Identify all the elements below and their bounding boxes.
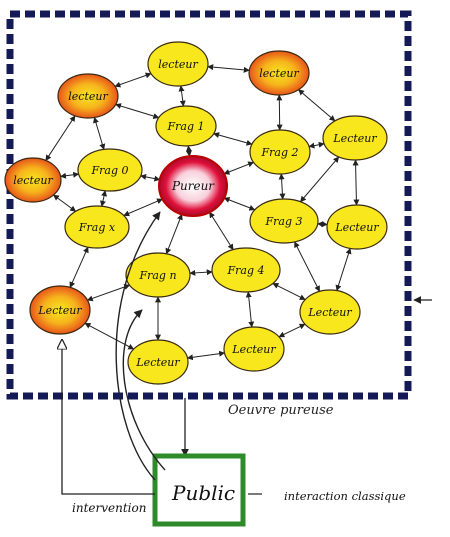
node-lt2: lecteur (147, 41, 209, 87)
edge-f4-center (209, 211, 234, 251)
node-lt4: Lecteur (322, 115, 388, 161)
node-shape (249, 198, 319, 244)
node-f1: Frag 1 (155, 105, 217, 147)
node-shape (158, 155, 228, 217)
node-label: Frag 0 (91, 164, 129, 177)
public-to-fragx-arrow (115, 211, 161, 481)
public-to-fragn-arrow (122, 309, 166, 471)
edge-lt2-lt3 (207, 64, 250, 73)
node-lt1: lecteur (57, 73, 119, 119)
edge-lt10-lt8 (278, 323, 306, 338)
node-shape (299, 289, 361, 335)
node-shape (223, 326, 285, 372)
node-f0: Frag 0 (77, 148, 143, 192)
interaction-label: interaction classique (284, 489, 406, 503)
node-shape (57, 73, 119, 119)
edge-lt5-fx (52, 194, 77, 212)
edges-layer (45, 64, 360, 361)
edge-f3-center (223, 197, 256, 211)
edge-lt1-f0 (93, 116, 106, 150)
edge-f0-fx (100, 190, 107, 207)
edge-lt6-lt8 (335, 247, 352, 292)
node-lt5: lecteur (4, 157, 62, 203)
edge-f1-center (185, 145, 192, 157)
oeuvre-frame (6, 10, 412, 400)
edge-fn-center (165, 213, 183, 255)
node-shape (4, 157, 62, 203)
node-shape (326, 204, 388, 250)
node-shape (322, 115, 388, 161)
node-shape (248, 50, 310, 96)
node-lt3: lecteur (248, 50, 310, 96)
frame-caption: Oeuvre pureuse (228, 403, 334, 418)
edge-f4-lt8 (272, 283, 306, 301)
edge-fn-f4 (189, 269, 213, 276)
node-lt10: Lecteur (223, 326, 285, 372)
node-shape (211, 247, 281, 293)
node-label: lecteur (259, 67, 299, 80)
node-lt9: Lecteur (127, 339, 189, 385)
node-fn: Frag n (125, 252, 191, 298)
intervention-label: intervention (72, 501, 146, 515)
edge-lt2-f1 (178, 85, 186, 107)
node-shape (29, 285, 91, 335)
edge-lt4-f3 (300, 156, 340, 203)
edge-lt1-lt5 (45, 115, 76, 161)
node-f2: Frag 2 (249, 129, 311, 175)
node-label: lecteur (13, 174, 53, 187)
public-label: Public (171, 481, 235, 505)
intervention-path (62, 340, 155, 495)
node-shape (249, 129, 311, 175)
node-center: Pureur (158, 155, 228, 217)
node-label: Frag 3 (265, 215, 303, 228)
node-shape (155, 105, 217, 147)
edge-f2-f3 (278, 173, 286, 200)
edge-fx-lt7 (69, 246, 89, 288)
edge-lt1-lt2 (114, 72, 152, 88)
node-label: Lecteur (37, 304, 82, 317)
edge-fx-center (123, 198, 163, 217)
edge-lt1-f1 (115, 103, 160, 119)
node-lt6: Lecteur (326, 204, 388, 250)
edge-f3-lt8 (294, 241, 321, 292)
node-label: Pureur (171, 179, 215, 193)
node-label: Frag 4 (227, 264, 265, 277)
edge-fn-lt7 (86, 284, 131, 302)
node-lt7: Lecteur (29, 285, 91, 335)
node-fx: Frag x (64, 205, 130, 249)
node-shape (77, 148, 143, 192)
edge-lt4-lt6 (352, 159, 360, 206)
node-label: Lecteur (334, 221, 379, 234)
edge-f4-lt10 (245, 291, 255, 328)
edge-lt9-lt10 (186, 350, 226, 361)
node-label: Lecteur (332, 132, 377, 145)
edge-lt5-f0 (60, 171, 80, 179)
node-shape (147, 41, 209, 87)
node-label: Lecteur (135, 356, 180, 369)
node-lt8: Lecteur (299, 289, 361, 335)
node-label: Frag 1 (167, 120, 205, 133)
node-f3: Frag 3 (249, 198, 319, 244)
node-label: Frag 2 (261, 146, 299, 159)
node-shape (64, 205, 130, 249)
node-label: Lecteur (231, 343, 276, 356)
public-box (152, 453, 246, 527)
node-shape (127, 339, 189, 385)
node-label: Frag x (78, 221, 116, 234)
node-label: lecteur (158, 58, 198, 71)
edge-lt4-f2 (308, 141, 325, 149)
node-f4: Frag 4 (211, 247, 281, 293)
edge-f3-lt6 (317, 221, 328, 228)
node-label: Lecteur (307, 306, 352, 319)
node-shape (125, 252, 191, 298)
node-label: Frag n (138, 269, 176, 282)
edge-f1-f2 (213, 132, 253, 146)
edge-lt3-lt4 (298, 89, 336, 122)
edge-f0-center (140, 173, 161, 182)
edge-f2-center (223, 161, 255, 175)
node-label: lecteur (68, 90, 108, 103)
